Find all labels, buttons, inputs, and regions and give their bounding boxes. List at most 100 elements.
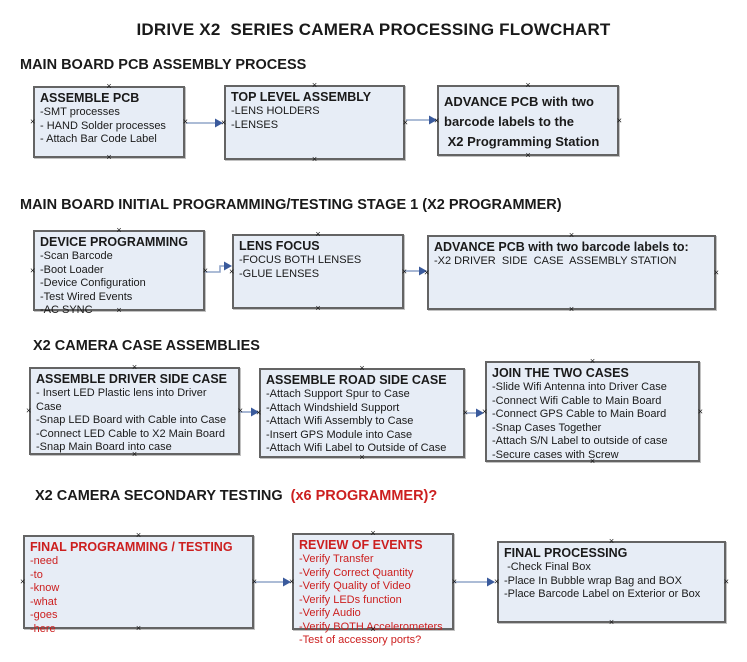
box-item: -Verify LEDs function <box>299 593 402 606</box>
connector-arrow-icon <box>186 118 223 128</box>
box-item: -Snap LED Board with Cable into Case <box>36 414 227 426</box>
box-title: REVIEW OF EVENTS <box>299 538 423 552</box>
section-heading-initial-programming: MAIN BOARD INITIAL PROGRAMMING/TESTING S… <box>20 197 562 213</box>
section-heading-black-part: X2 CAMERA SECONDARY TESTING <box>35 488 283 504</box>
box-title: ASSEMBLE PCB <box>40 91 140 105</box>
box-item: -Attach Wifi Assembly to Case <box>266 415 414 427</box>
page-title: IDRIVE X2 SERIES CAMERA PROCESSING FLOWC… <box>136 20 611 39</box>
flow-box-review-of-events: REVIEW OF EVENTS -Verify Transfer -Verif… <box>289 533 457 646</box>
box-title: FINAL PROGRAMMING / TESTING <box>30 540 233 554</box>
flow-box-advance-pcb-programming-station: ADVANCE PCB with two barcode labels to t… <box>437 85 619 156</box>
section-heading-case-assemblies: X2 CAMERA CASE ASSEMBLIES <box>33 338 260 354</box>
flow-box-assemble-pcb: ASSEMBLE PCB -SMT processes - HAND Solde… <box>33 86 185 158</box>
flow-box-final-programming-testing: FINAL PROGRAMMING / TESTING -need -to -k… <box>20 535 254 635</box>
box-item: -know <box>30 582 60 594</box>
box-title: LENS FOCUS <box>239 239 320 253</box>
box-item: -need <box>30 555 59 567</box>
connection-handle-icon <box>452 577 457 586</box>
box-item: -Attach Wifi Label to Outside of Case <box>266 442 447 454</box>
connection-handle-icon <box>424 268 429 277</box>
box-item: -FOCUS BOTH LENSES <box>239 254 362 266</box>
connector-arrow-icon <box>406 115 437 125</box>
box-item: -Check Final Box <box>504 561 591 573</box>
box-item: - HAND Solder processes <box>40 119 166 132</box>
connection-handle-icon <box>203 266 208 275</box>
box-title: DEVICE PROGRAMMING <box>40 235 188 249</box>
connection-handle-icon <box>183 118 188 127</box>
connector-arrow-icon <box>254 577 291 587</box>
section-heading-pcb-assembly: MAIN BOARD PCB ASSEMBLY PROCESS <box>20 57 307 73</box>
connection-handle-icon <box>30 118 35 127</box>
box-item: -Test of accessory ports? <box>299 634 422 646</box>
flow-box-final-processing: FINAL PROCESSING -Check Final Box -Place… <box>497 541 726 623</box>
connection-handle-icon <box>525 151 530 160</box>
box-title: ADVANCE PCB with two barcode labels to t… <box>444 94 600 149</box>
flow-box-assemble-driver-side-case: ASSEMBLE DRIVER SIDE CASE - Insert LED P… <box>29 367 240 455</box>
connection-handle-icon <box>289 577 294 586</box>
box-item: -Connect GPS Cable to Main Board <box>492 408 667 420</box>
connection-handle-icon <box>402 267 407 276</box>
box-item: -LENSES <box>231 118 279 131</box>
box-title: JOIN THE TWO CASES <box>492 366 629 380</box>
box-item: -Connect LED Cable to X2 Main Board <box>36 427 225 440</box>
box-item: -Verify Quality of Video <box>299 580 411 592</box>
box-title: ASSEMBLE DRIVER SIDE CASE <box>36 372 228 386</box>
connection-handle-icon <box>106 153 111 162</box>
section-heading-secondary-testing: X2 CAMERA SECONDARY TESTING(x6 PROGRAMME… <box>35 488 437 504</box>
box-item: -Verify Correct Quantity <box>299 566 414 579</box>
connection-handle-icon <box>30 266 35 275</box>
connection-handle-icon <box>315 230 320 239</box>
connection-handle-icon <box>132 450 137 459</box>
connection-handle-icon <box>724 578 729 587</box>
connection-handle-icon <box>434 116 439 125</box>
box-title: ASSEMBLE ROAD SIDE CASE <box>266 373 447 387</box>
box-item: -Snap Cases Together <box>492 421 602 434</box>
connection-handle-icon <box>221 118 226 127</box>
box-item: -to <box>30 568 43 581</box>
connection-handle-icon <box>482 407 487 416</box>
flow-box-assemble-road-side-case: ASSEMBLE ROAD SIDE CASE -Attach Support … <box>259 368 465 458</box>
box-title: FINAL PROCESSING <box>504 546 628 560</box>
connection-handle-icon <box>136 624 141 633</box>
box-item: -Scan Barcode <box>40 250 113 262</box>
flow-box-lens-focus: LENS FOCUS -FOCUS BOTH LENSES -GLUE LENS… <box>232 234 404 309</box>
connection-handle-icon <box>525 81 530 90</box>
box-item: -goes <box>30 609 58 621</box>
box-item: -Verify BOTH Accelerometers <box>299 620 443 633</box>
box-item: -Boot Loader <box>40 263 104 276</box>
box-item: -Insert GPS Module into Case <box>266 428 413 441</box>
box-item: -Place In Bubble wrap Bag and BOX <box>504 574 682 587</box>
box-item: - Attach Bar Code Label <box>40 133 157 145</box>
flow-box-device-programming: DEVICE PROGRAMMING -Scan Barcode -Boot L… <box>30 230 208 316</box>
connection-handle-icon <box>714 268 719 277</box>
box-title: TOP LEVEL ASSEMBLY <box>231 90 372 104</box>
flow-box-advance-pcb-driver-side-station: ADVANCE PCB with two barcode labels to: … <box>427 235 716 310</box>
box-item: - Insert LED Plastic lens into Driver Ca… <box>36 387 210 413</box>
connection-handle-icon <box>590 357 595 366</box>
box-item: -Verify Transfer <box>299 553 374 565</box>
connection-handle-icon <box>256 409 261 418</box>
box-item: -X2 DRIVER SIDE CASE ASSEMBLY STATION <box>434 255 677 267</box>
box-item: -Test Wired Events <box>40 290 133 303</box>
connection-handle-icon <box>132 363 137 372</box>
box-item: -what <box>30 595 57 608</box>
connection-handle-icon <box>569 231 574 240</box>
connector-arrow-elbow-icon <box>205 261 232 273</box>
connection-handle-icon <box>116 226 121 235</box>
flow-box-join-the-two-cases: JOIN THE TWO CASES -Slide Wifi Antenna i… <box>485 361 700 462</box>
box-item: -Snap Main Board into case <box>36 441 172 453</box>
connection-handle-icon <box>609 537 614 546</box>
box-item: -Attach Support Spur to Case <box>266 388 410 400</box>
connection-handle-icon <box>312 155 317 164</box>
connection-handle-icon <box>698 407 703 416</box>
box-item: -LENS HOLDERS <box>231 105 320 117</box>
box-item: -here <box>30 622 56 635</box>
box-item: -Place Barcode Label on Exterior or Box <box>504 588 701 600</box>
connection-handle-icon <box>403 118 408 127</box>
connection-handle-icon <box>20 578 25 587</box>
box-item: -GLUE LENSES <box>239 267 320 280</box>
connection-handle-icon <box>569 305 574 314</box>
connection-handle-icon <box>116 306 121 315</box>
connection-handle-icon <box>106 82 111 91</box>
